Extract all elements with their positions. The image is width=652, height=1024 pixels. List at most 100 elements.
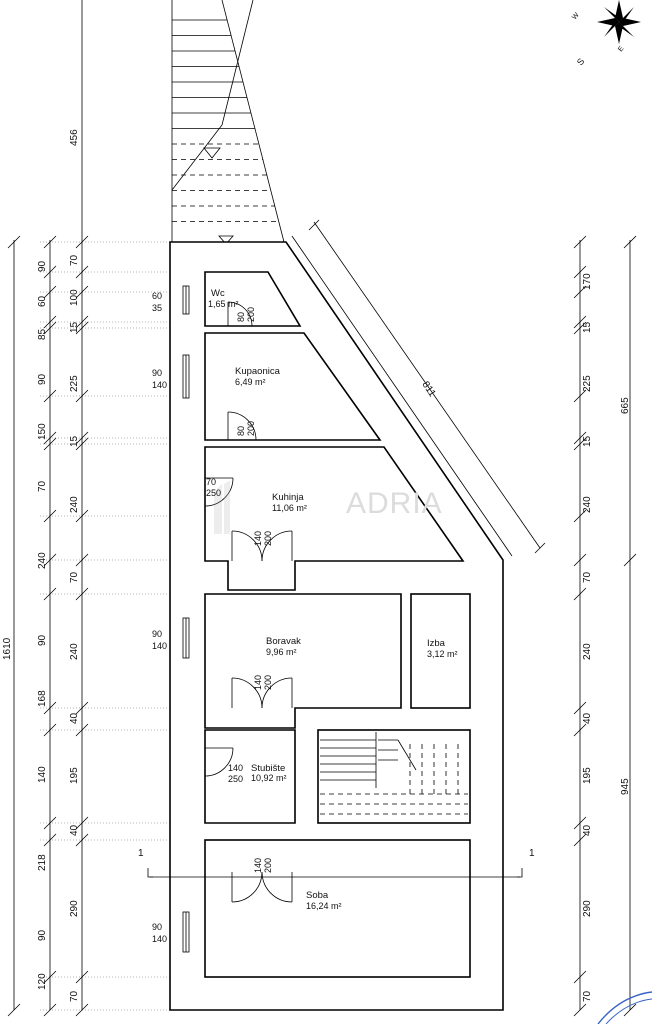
dim-label: 70 <box>69 990 80 1002</box>
door <box>231 530 263 562</box>
door-swing <box>231 677 263 709</box>
dim-right-outer: 665 945 <box>620 397 631 795</box>
room-area-kupaonica: 6,49 m² <box>235 377 266 387</box>
dim-tick <box>573 553 587 567</box>
door-swing <box>204 477 234 507</box>
window-width: 90 <box>152 629 162 639</box>
dim-tick <box>573 1003 587 1017</box>
room-name-soba: Soba <box>306 890 329 901</box>
door-width: 80 <box>236 312 246 322</box>
door <box>204 477 234 507</box>
room-area-izba: 3,12 m² <box>427 649 458 659</box>
dim-left-mid: 90 60 85 90 150 70 240 90 168 140 218 90… <box>37 260 48 990</box>
door <box>231 677 263 709</box>
dim-tick <box>573 265 587 279</box>
dim-tick <box>623 553 637 567</box>
dim-label: 120 <box>37 973 48 990</box>
dim-tick <box>7 235 21 249</box>
dim-tick <box>623 235 637 249</box>
dim-tick <box>573 701 587 715</box>
door <box>227 301 253 327</box>
dim-label: 240 <box>582 643 593 660</box>
dim-label: 195 <box>582 767 593 784</box>
dim-label: 15 <box>69 435 80 447</box>
dim-label: 665 <box>620 397 631 414</box>
door <box>204 747 234 777</box>
windows <box>182 285 190 953</box>
door <box>261 530 293 562</box>
room-name-boravak: Boravak <box>266 636 301 647</box>
window-labels: 60 35 90 140 90 140 90 140 <box>152 291 167 944</box>
dim-label: 218 <box>37 854 48 871</box>
window-height: 35 <box>152 303 162 313</box>
window-width: 90 <box>152 922 162 932</box>
dim-left-inner: 456 70 100 15 225 15 240 70 240 40 195 4… <box>69 129 80 1002</box>
dim-tick <box>573 833 587 847</box>
dim-label: 150 <box>37 423 48 440</box>
room-name-izba: Izba <box>427 638 446 649</box>
dim-label: 100 <box>69 289 80 306</box>
dim-label: 90 <box>37 373 48 385</box>
door-width: 70 <box>206 477 216 487</box>
dim-label: 225 <box>69 375 80 392</box>
door-height: 200 <box>263 675 273 690</box>
dim-tick <box>573 235 587 249</box>
door-width: 80 <box>236 426 246 436</box>
window-width: 90 <box>152 368 162 378</box>
dim-label: 240 <box>37 552 48 569</box>
room-name-kuhinja: Kuhinja <box>272 492 304 503</box>
dim-label: 1610 <box>2 637 13 660</box>
watermark-logo <box>214 480 230 534</box>
door-height: 200 <box>246 307 256 322</box>
dim-label: 70 <box>69 571 80 583</box>
dim-label: 70 <box>37 480 48 492</box>
door-width: 140 <box>253 531 263 546</box>
dim-label: 195 <box>69 767 80 784</box>
section-mark-left: 1 <box>138 848 144 859</box>
window-height: 140 <box>152 641 167 651</box>
door-labels: 80 200 80 200 70 250 140 200 140 200 140… <box>206 307 273 873</box>
dim-tick <box>623 1003 637 1017</box>
door-swing <box>227 411 257 441</box>
door-height: 200 <box>246 421 256 436</box>
dim-tick <box>573 816 587 830</box>
dimension-lines <box>7 0 637 1017</box>
watermark: ADRIA <box>346 487 443 520</box>
dim-label: 15 <box>582 435 593 447</box>
dim-label: 70 <box>582 571 593 583</box>
dim-label: 456 <box>69 129 80 146</box>
dim-label: 240 <box>69 643 80 660</box>
dim-right-inner: 170 15 225 15 240 70 240 40 195 40 290 7… <box>582 273 593 1002</box>
door-swing <box>231 530 263 562</box>
dim-tick <box>573 389 587 403</box>
door-width: 140 <box>253 675 263 690</box>
dim-label: 170 <box>582 273 593 290</box>
stamp <box>597 991 652 1024</box>
section-marker: 1 1 <box>138 848 535 878</box>
dim-label: 85 <box>37 328 48 340</box>
dim-label: 15 <box>582 321 593 333</box>
room-name-wc: Wc <box>211 288 225 299</box>
dim-label: 60 <box>37 295 48 307</box>
dim-label: 168 <box>37 690 48 707</box>
compass-rose: W E S <box>571 0 641 67</box>
dim-label: 40 <box>69 712 80 724</box>
door-swing <box>227 301 253 327</box>
dim-label: 90 <box>37 929 48 941</box>
dim-label: 240 <box>69 496 80 513</box>
dim-tick <box>573 431 587 445</box>
compass-s: S <box>575 56 587 67</box>
dim-label: 90 <box>37 260 48 272</box>
door-width: 140 <box>253 858 263 873</box>
dim-label: 140 <box>37 766 48 783</box>
interior-stair <box>320 732 468 815</box>
door-height: 200 <box>263 858 273 873</box>
door <box>227 411 257 441</box>
door-swing <box>204 747 234 777</box>
dim-tick <box>573 437 587 451</box>
dim-label: 945 <box>620 778 631 795</box>
room-labels: Wc 1,65 m² Kupaonica 6,49 m² Kuhinja 11,… <box>208 288 458 911</box>
dim-label: 290 <box>582 900 593 917</box>
room-name-kupaonica: Kupaonica <box>235 366 281 377</box>
room-area-boravak: 9,96 m² <box>266 647 297 657</box>
